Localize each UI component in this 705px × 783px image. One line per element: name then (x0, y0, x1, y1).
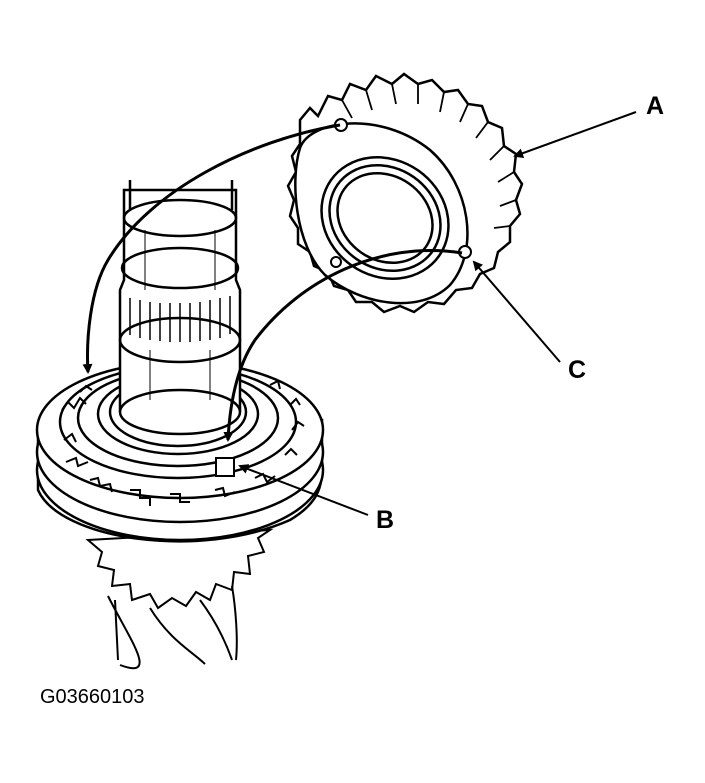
alignment-arrows (82, 123, 463, 442)
callout-a: A (646, 92, 665, 120)
callout-b: B (376, 506, 395, 534)
figure-id: G03660103 (40, 686, 145, 708)
mainshaft (118, 180, 242, 436)
arrow-ring-to-sleeve-left (82, 123, 341, 374)
leader-a (513, 111, 637, 158)
leader-c (472, 260, 561, 363)
ring-holes (330, 118, 472, 268)
sleeve-key-notch (215, 457, 235, 477)
synchro-ring-teeth (341, 83, 517, 229)
arrow-ring-to-sleeve-key (223, 249, 463, 442)
sleeve-spline-teeth (61, 379, 305, 506)
leader-b (238, 464, 369, 516)
shaft-helical-gear (85, 528, 274, 670)
leader-lines (238, 111, 637, 516)
callout-c: C (568, 356, 587, 384)
